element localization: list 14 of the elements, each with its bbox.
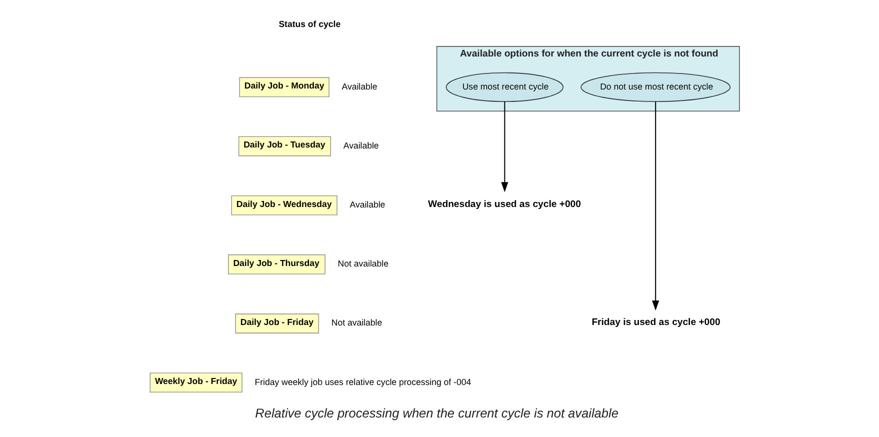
label: Status of cycle <box>278 19 340 30</box>
node-text: Wednesday is used as cycle +000 <box>428 199 580 210</box>
node-label: Available <box>341 81 377 92</box>
caption: Relative cycle processing when the current cycle is not available <box>254 406 618 421</box>
node-label: Not available <box>330 318 382 328</box>
node-label: Not available <box>337 258 388 269</box>
node-label: Friday weekly job uses relative cycle processing of -004 <box>254 376 471 387</box>
node-ellipse: Do not use most recent cycle <box>580 72 730 102</box>
node-label: Available <box>342 140 378 150</box>
node-ellipse: Use most recent cycle <box>445 72 564 102</box>
node-label: Available <box>349 200 385 210</box>
node-text: Friday is used as cycle +000 <box>591 317 720 328</box>
arrow <box>500 102 508 192</box>
arrow <box>652 102 659 311</box>
